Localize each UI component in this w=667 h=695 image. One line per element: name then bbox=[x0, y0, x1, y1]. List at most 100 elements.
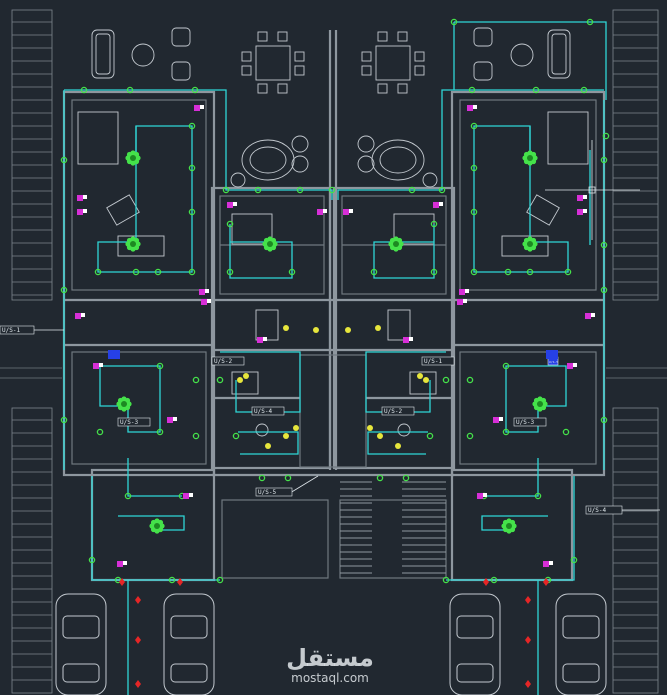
wiring-node bbox=[602, 132, 610, 140]
wiring-node bbox=[502, 362, 510, 370]
outlet-icon bbox=[283, 325, 289, 331]
wiring-node bbox=[562, 428, 570, 436]
switch-icon bbox=[343, 209, 349, 215]
wiring-nodes bbox=[60, 18, 610, 584]
light-petal bbox=[509, 519, 516, 526]
wiring-node bbox=[156, 362, 164, 370]
wiring-node bbox=[188, 208, 196, 216]
light-center bbox=[130, 155, 136, 161]
switch-icon bbox=[77, 195, 83, 201]
switch-plate bbox=[233, 202, 237, 206]
light-petal bbox=[157, 519, 164, 526]
wiring-node bbox=[502, 428, 510, 436]
sofa-top-right bbox=[547, 29, 571, 79]
light-petal bbox=[133, 237, 140, 244]
switch-plate bbox=[123, 561, 127, 565]
parking-light-icon bbox=[543, 578, 549, 586]
wiring-node bbox=[192, 376, 200, 384]
outlet-icon bbox=[367, 425, 373, 431]
ceiling-light-icon bbox=[532, 396, 548, 412]
switch-plate bbox=[473, 105, 477, 109]
wiring-node bbox=[600, 416, 608, 424]
neighbor-building-right bbox=[612, 9, 659, 694]
switch-icon bbox=[201, 299, 207, 305]
switch-plate bbox=[83, 195, 87, 199]
ceiling-light-icon bbox=[125, 236, 141, 252]
armchairs-top-right bbox=[473, 27, 534, 81]
switch-icon bbox=[77, 209, 83, 215]
light-center bbox=[506, 523, 512, 529]
circuit-tag-label: U/S-5 bbox=[549, 360, 558, 364]
wiring-node bbox=[470, 208, 478, 216]
outlet-icon bbox=[243, 373, 249, 379]
wiring-node bbox=[328, 186, 336, 194]
switch-icon bbox=[543, 561, 549, 567]
switch-icon bbox=[457, 299, 463, 305]
round-seating-left bbox=[230, 135, 309, 188]
parking-light-icon bbox=[525, 680, 531, 688]
wiring-node bbox=[470, 268, 478, 276]
circuit-tag-label: U/S-1 bbox=[2, 327, 20, 334]
outlet-icon bbox=[265, 443, 271, 449]
outlet-icon bbox=[313, 327, 319, 333]
switch-plate bbox=[573, 363, 577, 367]
armchairs-top-left bbox=[131, 27, 191, 81]
circuit-tag-label: U/S-4 bbox=[254, 408, 272, 415]
wiring-node bbox=[124, 492, 132, 500]
switch-plate bbox=[323, 209, 327, 213]
wiring-node bbox=[60, 416, 68, 424]
wiring-node bbox=[126, 86, 134, 94]
parking-light-icon bbox=[135, 596, 141, 604]
switch-plate bbox=[99, 363, 103, 367]
parking-light-icon bbox=[525, 596, 531, 604]
switch-icon bbox=[75, 313, 81, 319]
switch-plate bbox=[583, 195, 587, 199]
light-petal bbox=[133, 151, 140, 158]
circuit-tag: U/S-4 bbox=[585, 505, 623, 515]
light-center bbox=[267, 241, 273, 247]
circuit-tag-label: U/S-1 bbox=[424, 358, 442, 365]
switch-plate bbox=[349, 209, 353, 213]
dining-sets-lower bbox=[106, 194, 560, 257]
switch-icon bbox=[459, 289, 465, 295]
outlet-icon bbox=[417, 373, 423, 379]
ceiling-light-icon bbox=[116, 396, 132, 412]
switch-icon bbox=[403, 337, 409, 343]
switch-icon bbox=[567, 363, 573, 369]
light-center bbox=[527, 241, 533, 247]
switch-icon bbox=[467, 105, 473, 111]
wiring-node bbox=[600, 241, 608, 249]
switch-plate bbox=[583, 209, 587, 213]
wiring-node bbox=[226, 220, 234, 228]
switch-plate bbox=[83, 209, 87, 213]
ceiling-light-icon bbox=[388, 236, 404, 252]
wiring-node bbox=[570, 556, 578, 564]
ceiling-light-icon bbox=[149, 518, 165, 534]
wiring-node bbox=[376, 474, 384, 482]
wiring-node bbox=[80, 86, 88, 94]
circuit-tag-label: U/S-5 bbox=[258, 489, 276, 496]
switch-icon bbox=[477, 493, 483, 499]
wiring-node bbox=[532, 86, 540, 94]
circuit-tag: U/S-3 bbox=[513, 417, 547, 427]
switch-plate bbox=[591, 313, 595, 317]
wiring-node bbox=[222, 186, 230, 194]
car-4 bbox=[555, 593, 607, 695]
wiring-node bbox=[188, 122, 196, 130]
wiring-node bbox=[534, 492, 542, 500]
wiring-node bbox=[490, 576, 498, 584]
wiring-node bbox=[442, 576, 450, 584]
wiring-node bbox=[600, 156, 608, 164]
wiring-node bbox=[580, 86, 588, 94]
car-3 bbox=[449, 593, 501, 695]
wiring-node bbox=[192, 432, 200, 440]
parking-light-icon bbox=[525, 636, 531, 644]
wiring-node bbox=[156, 428, 164, 436]
building-walls bbox=[62, 30, 606, 582]
switch-icon bbox=[577, 209, 583, 215]
outlet-icon bbox=[237, 377, 243, 383]
neighbor-building-left bbox=[11, 9, 53, 694]
watermark: مستقل mostaql.com bbox=[286, 644, 374, 685]
light-center bbox=[537, 401, 543, 407]
wiring-node bbox=[430, 268, 438, 276]
